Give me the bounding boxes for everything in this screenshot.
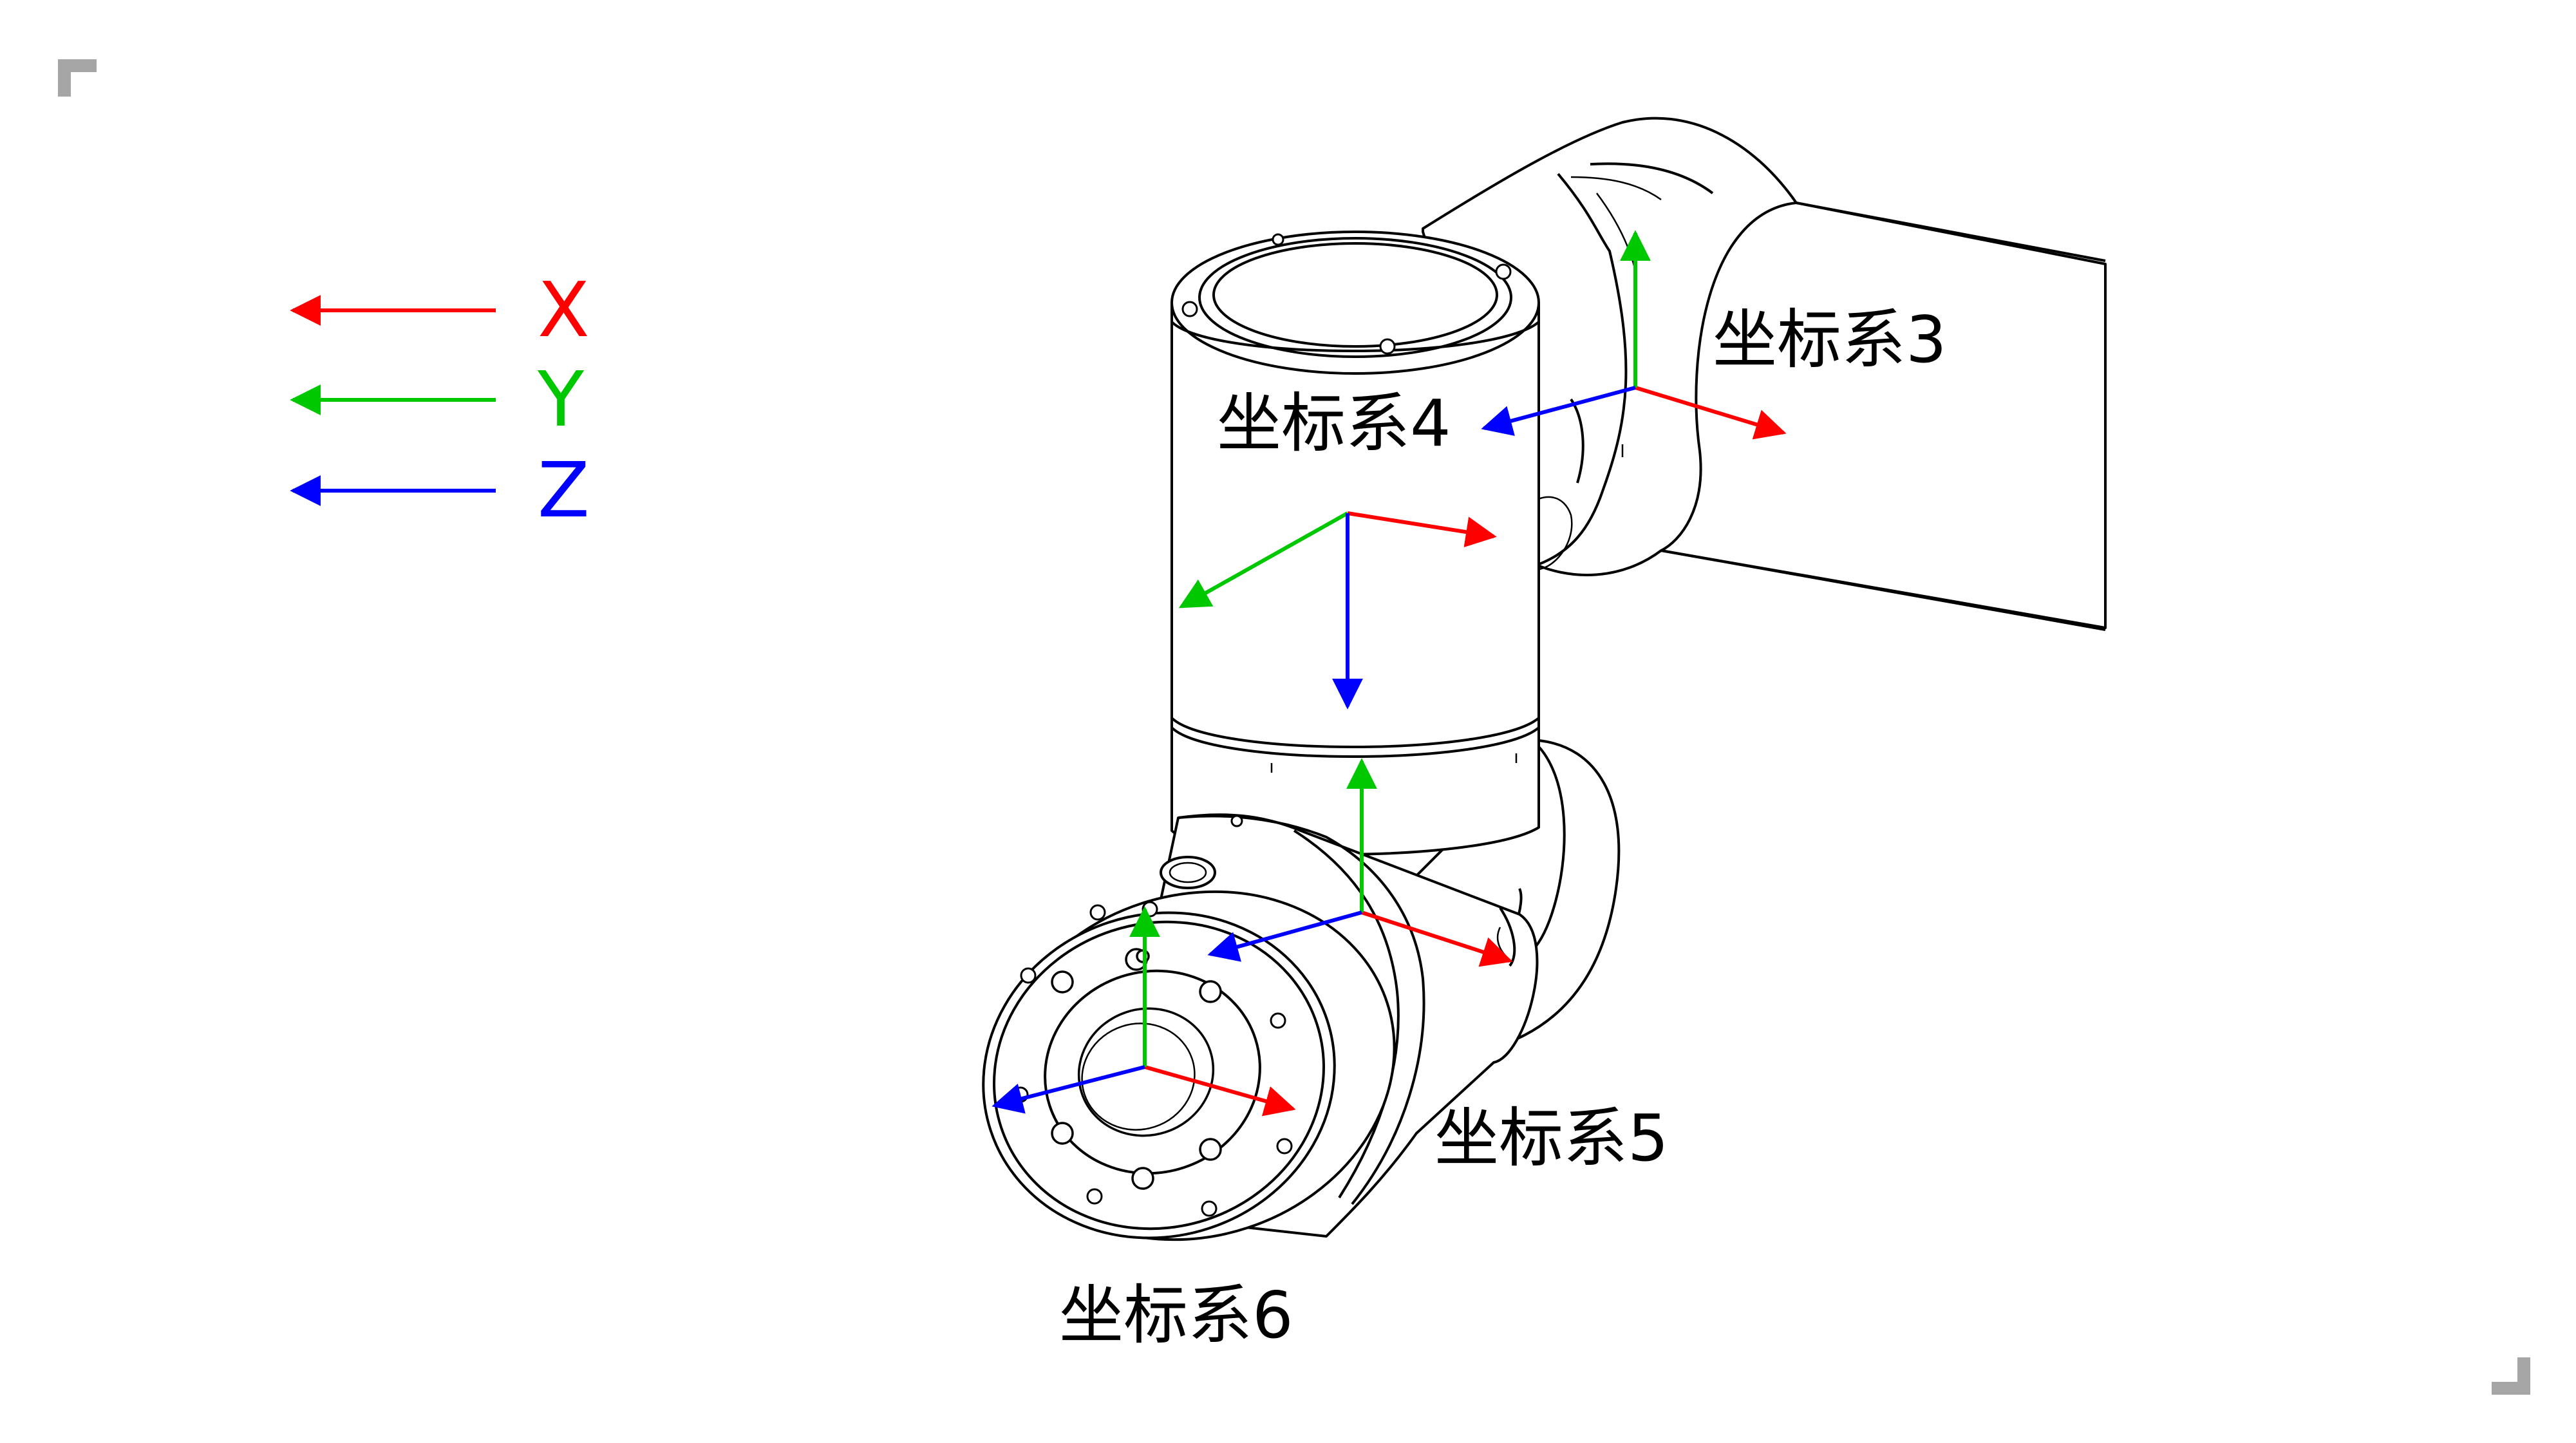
legend-x-letter: X (538, 265, 590, 354)
frame6-label: 坐标系6 (1059, 1278, 1293, 1353)
frame5-z-axis (1207, 910, 1362, 962)
legend-y-letter: Y (537, 355, 585, 444)
frame5-x-axis (1361, 910, 1513, 967)
robot-arm-drawing (982, 117, 2107, 1241)
frame3-z-axis (1481, 386, 1636, 436)
frame6-x-axis (1144, 1065, 1296, 1117)
bottom-right-corner-mark (2492, 1357, 2530, 1395)
legend-item-z: Z (290, 446, 590, 534)
frame3-label: 坐标系3 (1713, 302, 1947, 377)
frame4-y-axis (1178, 511, 1349, 608)
frame4-label: 坐标系4 (1217, 386, 1451, 461)
coordinate-frame-4: 坐标系4 (1178, 386, 1497, 710)
coordinate-frame-3: 坐标系3 (1481, 230, 1947, 440)
coordinate-frame-5: 坐标系5 (1207, 758, 1669, 1176)
axis-legend: X Y Z (290, 265, 590, 534)
coordinate-frame-6: 坐标系6 (992, 906, 1296, 1353)
legend-z-letter: Z (538, 446, 590, 534)
cylinder-top-cap (1170, 231, 1540, 375)
tool-flange (982, 890, 1396, 1241)
legend-item-x: X (290, 265, 590, 354)
frame4-x-axis (1347, 511, 1497, 547)
frame3-x-axis (1635, 386, 1787, 440)
legend-item-y: Y (290, 355, 585, 444)
corner-marks (58, 59, 2530, 1395)
frame6-z-axis (992, 1065, 1145, 1114)
frame5-label: 坐标系5 (1434, 1100, 1669, 1176)
top-left-corner-mark (58, 59, 97, 97)
